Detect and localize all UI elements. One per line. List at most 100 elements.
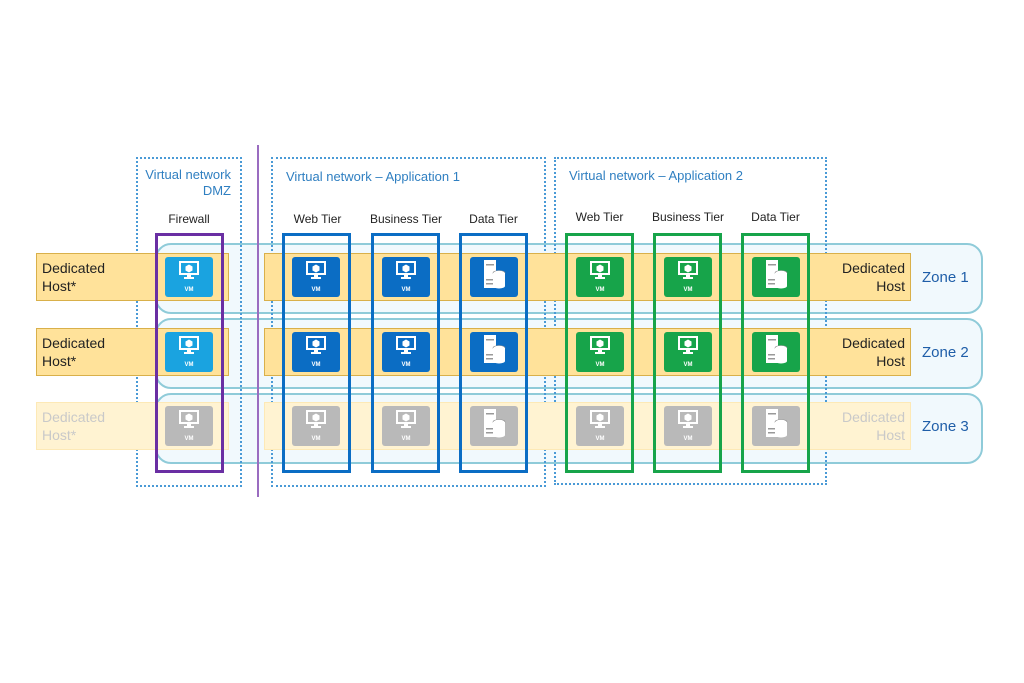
vm-monitor-icon: [589, 336, 611, 361]
vm-label: VM: [595, 362, 605, 368]
database-server-icon: [482, 259, 506, 296]
tile-firewall-zone-2: VM: [165, 332, 213, 372]
tier-box-app2-data: [741, 233, 810, 473]
tile-app2-web-zone-1: VM: [576, 257, 624, 297]
database-server-icon: [482, 334, 506, 371]
tile-app2-data-zone-1: [752, 257, 800, 297]
tile-app2-web-zone-3: VM: [576, 406, 624, 446]
vm-label: VM: [401, 287, 411, 293]
vm-label: VM: [311, 362, 321, 368]
tile-app2-web-zone-2: VM: [576, 332, 624, 372]
vm-label: VM: [311, 287, 321, 293]
host-label-line1: Dedicated: [42, 260, 106, 276]
tier-box-app2-business: [653, 233, 722, 473]
tile-app1-web-zone-3: VM: [292, 406, 340, 446]
vm-label: VM: [683, 362, 693, 368]
tile-app2-data-zone-3: [752, 406, 800, 446]
tile-app1-data-zone-1: [470, 257, 518, 297]
tile-firewall-zone-1: VM: [165, 257, 213, 297]
host-label-line2: Host: [876, 278, 905, 294]
database-server-icon: [482, 408, 506, 445]
host-label-line1: Dedicated: [841, 335, 905, 351]
tile-app2-business-zone-1: VM: [664, 257, 712, 297]
host-label-line1: Dedicated: [841, 409, 905, 425]
dmz-divider-line: [257, 145, 259, 497]
tile-firewall-zone-3: VM: [165, 406, 213, 446]
vm-label: VM: [595, 436, 605, 442]
vm-label: VM: [401, 362, 411, 368]
vm-label: VM: [595, 287, 605, 293]
zone-3-label: Zone 3: [922, 418, 969, 435]
vm-monitor-icon: [589, 410, 611, 435]
tile-app2-business-zone-3: VM: [664, 406, 712, 446]
vm-monitor-icon: [677, 261, 699, 286]
tile-app1-data-zone-3: [470, 406, 518, 446]
host-label-line1: Dedicated: [841, 260, 905, 276]
tier-label-app2-web: Web Tier: [575, 210, 624, 224]
host-label-line2: Host: [876, 353, 905, 369]
vnet-dmz-box: [136, 157, 242, 487]
tile-app1-business-zone-3: VM: [382, 406, 430, 446]
tile-app1-web-zone-1: VM: [292, 257, 340, 297]
tier-box-app2-web: [565, 233, 634, 473]
vm-monitor-icon: [178, 336, 200, 361]
tile-app2-data-zone-2: [752, 332, 800, 372]
zone-1-left-host-label: Dedicated Host*: [42, 259, 105, 295]
vnet-dmz-title-line2: DMZ: [202, 183, 231, 198]
vnet-dmz-title: Virtual network DMZ: [138, 167, 231, 199]
vnet-app1-box: [271, 157, 546, 487]
tier-label-app1-business: Business Tier: [369, 212, 443, 226]
database-server-icon: [764, 334, 788, 371]
vnet-app2-title: Virtual network – Application 2: [569, 168, 743, 183]
vm-monitor-icon: [677, 410, 699, 435]
vm-monitor-icon: [178, 261, 200, 286]
vm-monitor-icon: [677, 336, 699, 361]
vm-monitor-icon: [395, 261, 417, 286]
vm-label: VM: [683, 436, 693, 442]
zone-1-label: Zone 1: [922, 269, 969, 286]
vm-label: VM: [184, 436, 194, 442]
vnet-dmz-title-line1: Virtual network: [145, 167, 231, 182]
host-label-line1: Dedicated: [42, 335, 106, 351]
tier-label-app1-web: Web Tier: [293, 212, 342, 226]
vnet-app1-title: Virtual network – Application 1: [286, 169, 460, 184]
host-label-line2: Host: [876, 427, 905, 443]
tile-app1-business-zone-1: VM: [382, 257, 430, 297]
vm-monitor-icon: [395, 336, 417, 361]
tile-app1-business-zone-2: VM: [382, 332, 430, 372]
vm-monitor-icon: [305, 410, 327, 435]
vm-monitor-icon: [589, 261, 611, 286]
zone-1-right-host-label: Dedicated Host: [835, 259, 905, 295]
tier-label-app1-data: Data Tier: [469, 212, 518, 226]
vm-label: VM: [184, 287, 194, 293]
vm-monitor-icon: [305, 336, 327, 361]
vm-monitor-icon: [178, 410, 200, 435]
database-server-icon: [764, 408, 788, 445]
tier-box-firewall: [155, 233, 224, 473]
host-label-line2: Host*: [42, 427, 77, 443]
zone-2-label: Zone 2: [922, 344, 969, 361]
database-server-icon: [764, 259, 788, 296]
tier-label-app2-business: Business Tier: [651, 210, 725, 224]
vm-label: VM: [401, 436, 411, 442]
host-label-line2: Host*: [42, 278, 77, 294]
tier-box-app1-web: [282, 233, 351, 473]
vm-label: VM: [184, 362, 194, 368]
host-label-line2: Host*: [42, 353, 77, 369]
tile-app1-web-zone-2: VM: [292, 332, 340, 372]
vm-label: VM: [311, 436, 321, 442]
tile-app2-business-zone-2: VM: [664, 332, 712, 372]
vm-monitor-icon: [395, 410, 417, 435]
zone-3-left-host-label: Dedicated Host*: [42, 408, 105, 444]
zone-2-right-host-label: Dedicated Host: [835, 334, 905, 370]
zone-3-right-host-label: Dedicated Host: [835, 408, 905, 444]
host-label-line1: Dedicated: [42, 409, 106, 425]
tile-app1-data-zone-2: [470, 332, 518, 372]
tier-box-app1-data: [459, 233, 528, 473]
zone-2-left-host-label: Dedicated Host*: [42, 334, 105, 370]
tier-label-firewall: Firewall: [168, 212, 210, 226]
vm-label: VM: [683, 287, 693, 293]
vnet-app2-box: [554, 157, 827, 485]
tier-label-app2-data: Data Tier: [751, 210, 800, 224]
vm-monitor-icon: [305, 261, 327, 286]
